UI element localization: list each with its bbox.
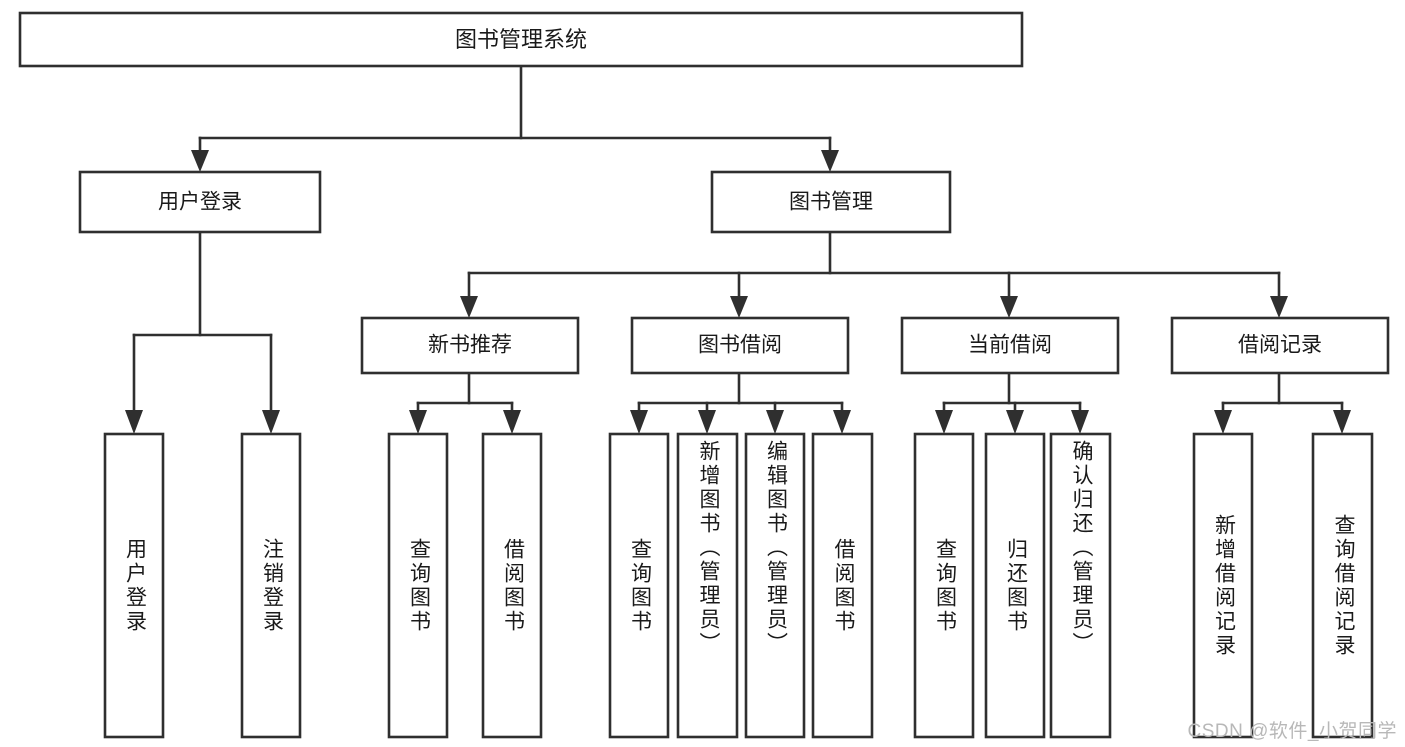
- node-borrow-record-box[interactable]: [1170, 316, 1390, 375]
- node-user-login[interactable]: 用户登录: [78, 170, 322, 234]
- arrow-to-leaf-query-book-2: [630, 410, 648, 434]
- connector-group-borrow-record: [1214, 371, 1351, 434]
- arrow-to-leaf-return-book: [1006, 410, 1024, 434]
- node-new-book-rec[interactable]: 新书推荐: [360, 316, 580, 375]
- connector-group-book-borrow: [630, 371, 851, 434]
- node-leaf-add-book-box[interactable]: [676, 432, 739, 739]
- arrow-to-leaf-confirm-return: [1071, 410, 1089, 434]
- arrow-to-leaf-query-book-1: [409, 410, 427, 434]
- node-leaf-borrow-book-2-box[interactable]: [811, 432, 874, 739]
- node-book-borrow-label: 图书借阅: [698, 334, 782, 357]
- node-book-borrow[interactable]: 图书借阅: [630, 316, 850, 375]
- connector-group-book-manage: [460, 230, 1288, 318]
- node-new-book-rec-label: 新书推荐: [428, 334, 512, 357]
- arrow-to-new-book-rec: [460, 296, 478, 318]
- node-leaf-borrow-book-1-box[interactable]: [481, 432, 543, 739]
- watermark-text: CSDN @软件_小贺同学: [1187, 721, 1397, 742]
- arrow-to-user-login: [191, 150, 209, 172]
- node-leaf-logout-box[interactable]: [240, 432, 302, 739]
- arrow-to-book-manage: [821, 150, 839, 172]
- arrow-to-leaf-borrow-book-2: [833, 410, 851, 434]
- node-leaf-edit-book-box[interactable]: [744, 432, 806, 739]
- connector-group-root: [191, 64, 839, 172]
- node-new-book-rec-box[interactable]: [360, 316, 580, 375]
- node-leaf-user-login-box[interactable]: [103, 432, 165, 739]
- node-leaf-query-book-1-box[interactable]: [387, 432, 449, 739]
- node-leaf-query-record-box[interactable]: [1311, 432, 1374, 739]
- arrow-to-leaf-query-book-3: [935, 410, 953, 434]
- node-book-borrow-box[interactable]: [630, 316, 850, 375]
- node-current-borrow-box[interactable]: [900, 316, 1120, 375]
- arrow-to-leaf-user-login: [125, 410, 143, 434]
- node-leaf-return-book-box[interactable]: [984, 432, 1046, 739]
- node-root[interactable]: 图书管理系统: [18, 11, 1024, 68]
- arrow-to-leaf-logout: [262, 410, 280, 434]
- arrow-to-leaf-borrow-book-1: [503, 410, 521, 434]
- node-book-manage[interactable]: 图书管理: [710, 170, 952, 234]
- arrow-to-leaf-query-record: [1333, 410, 1351, 434]
- node-user-login-label: 用户登录: [158, 191, 242, 214]
- node-leaf-add-record-box[interactable]: [1192, 432, 1254, 739]
- node-root-box[interactable]: [18, 11, 1024, 68]
- node-book-manage-box[interactable]: [710, 170, 952, 234]
- node-book-manage-label: 图书管理: [789, 191, 873, 214]
- leaf-box-group: [103, 432, 1374, 739]
- arrow-to-leaf-add-book: [698, 410, 716, 434]
- connector-group-new-book-rec: [409, 371, 521, 434]
- node-leaf-confirm-return-box[interactable]: [1049, 432, 1112, 739]
- node-current-borrow[interactable]: 当前借阅: [900, 316, 1120, 375]
- arrow-to-borrow-record: [1270, 296, 1288, 318]
- arrow-to-current-borrow: [1000, 296, 1018, 318]
- arrow-to-book-borrow: [730, 296, 748, 318]
- node-current-borrow-label: 当前借阅: [968, 334, 1052, 357]
- connector-group-user-login: [125, 230, 280, 434]
- node-leaf-query-book-2-box[interactable]: [608, 432, 670, 739]
- arrow-to-leaf-edit-book: [766, 410, 784, 434]
- node-leaf-query-book-3-box[interactable]: [913, 432, 975, 739]
- arrow-to-leaf-add-record: [1214, 410, 1232, 434]
- connector-group-current-borrow: [935, 371, 1089, 434]
- node-root-label: 图书管理系统: [455, 27, 587, 52]
- node-user-login-box[interactable]: [78, 170, 322, 234]
- node-borrow-record-label: 借阅记录: [1238, 334, 1322, 357]
- node-borrow-record[interactable]: 借阅记录: [1170, 316, 1390, 375]
